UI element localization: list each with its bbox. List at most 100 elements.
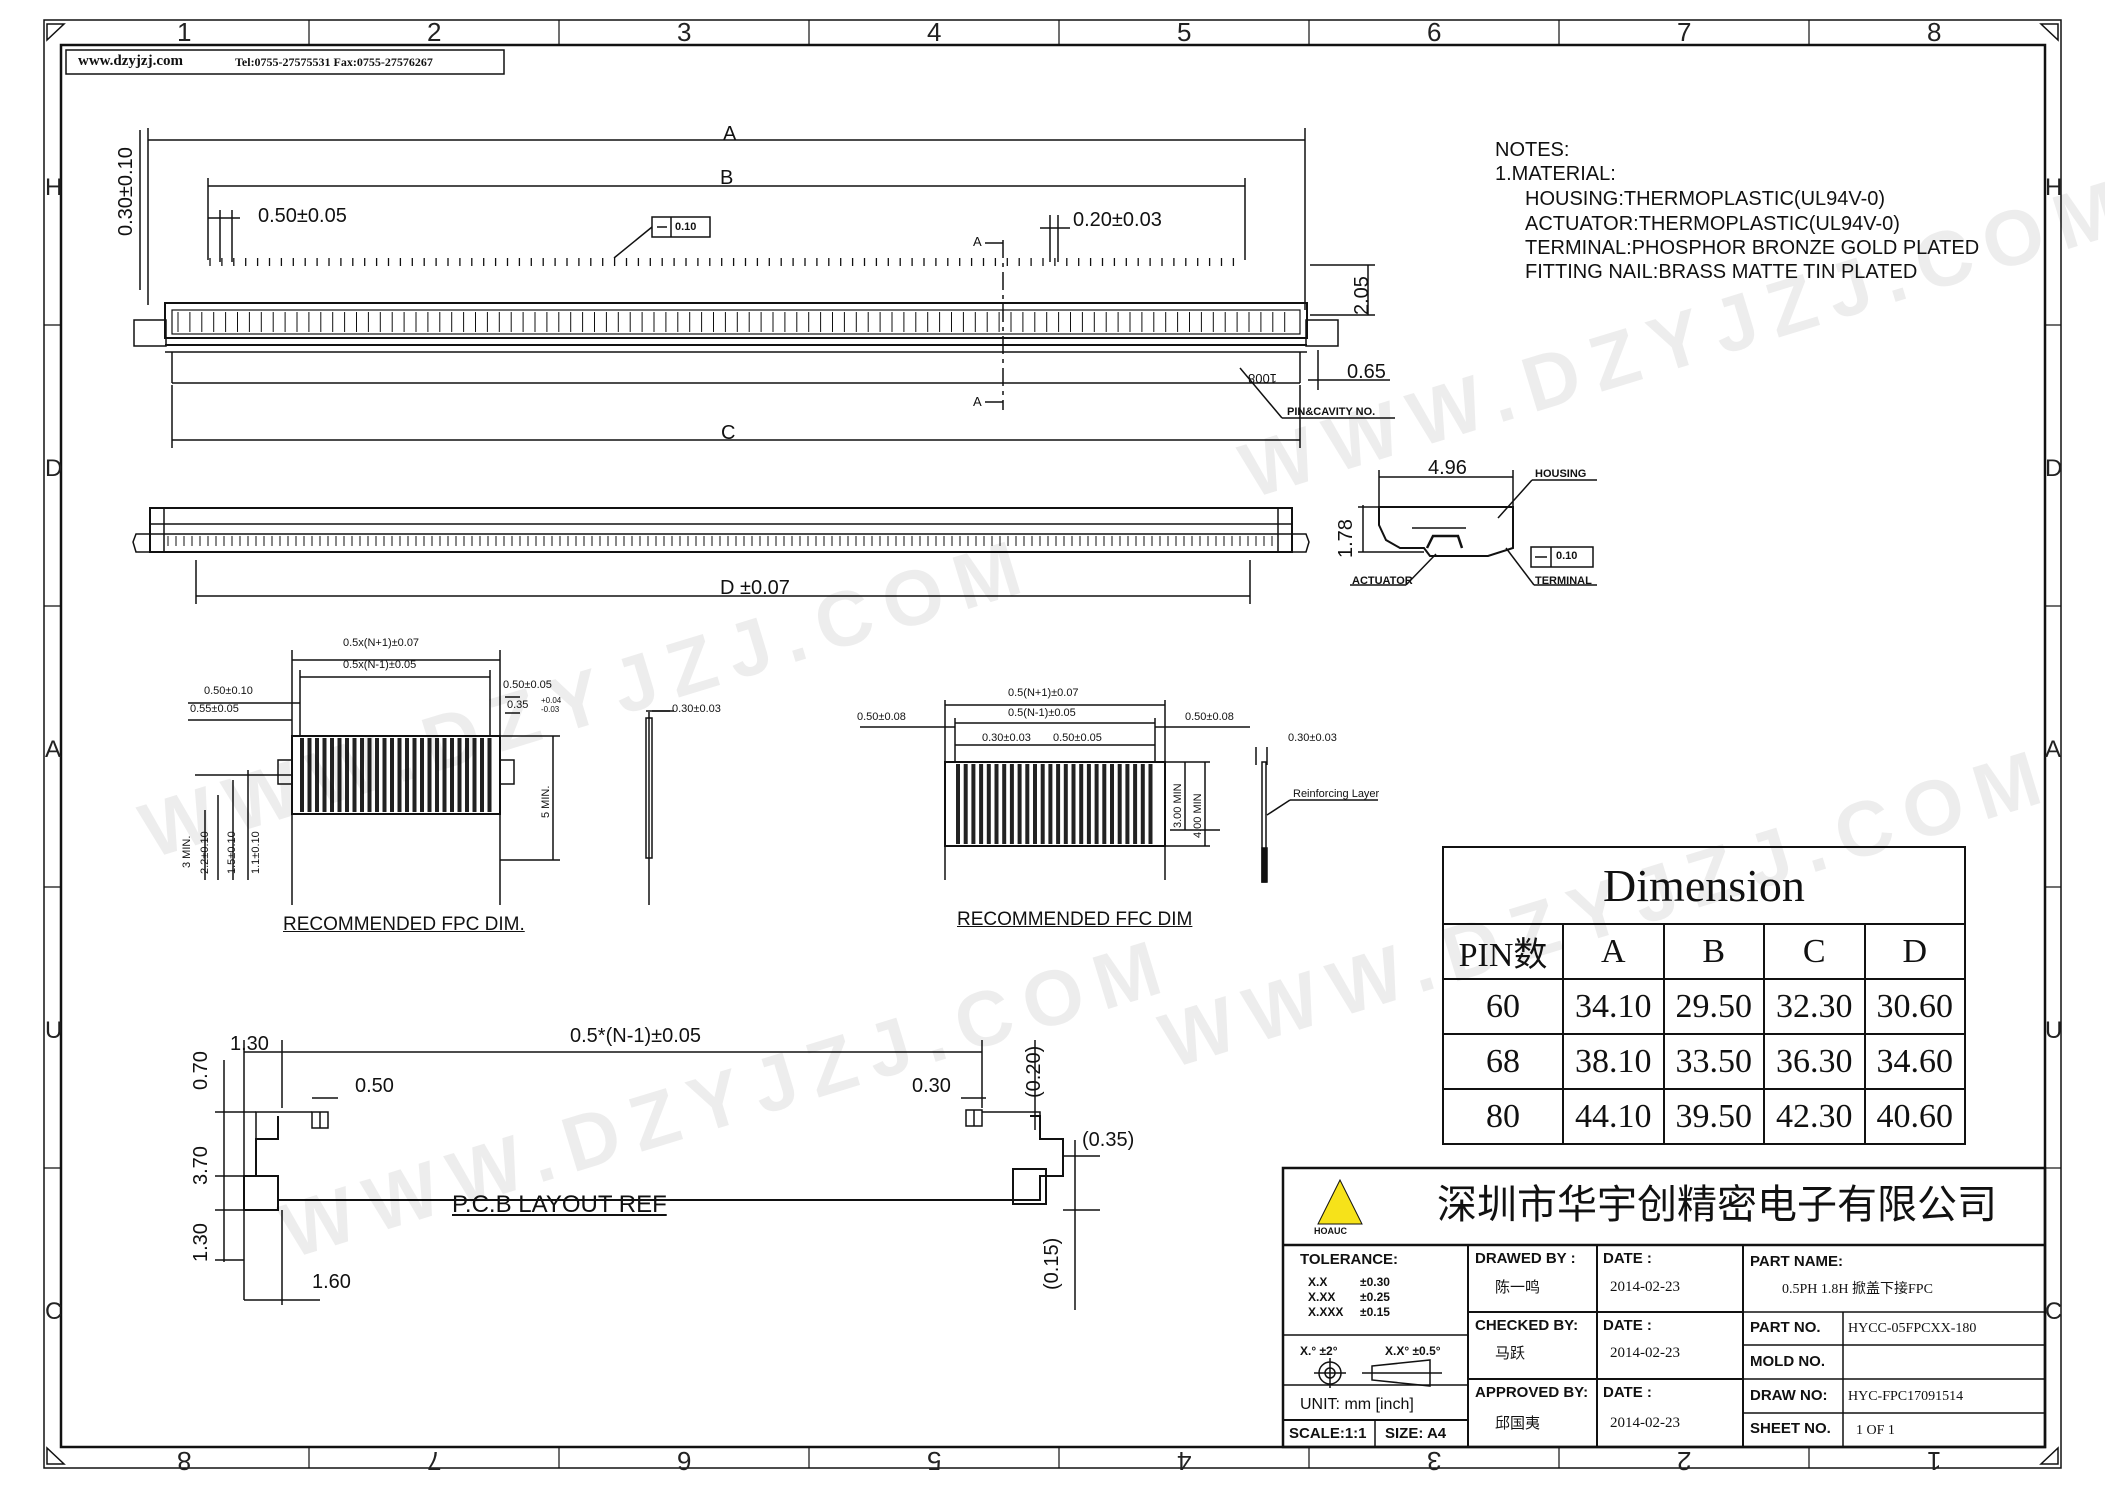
column-label: 2	[427, 17, 442, 47]
fpc-dim-6-lower: -0.03	[541, 705, 560, 714]
table-cell: 68	[1442, 1033, 1564, 1090]
row-label: D	[45, 455, 63, 482]
sheet-no-value: 1 OF 1	[1856, 1423, 1895, 1438]
terminal-label: TERMINAL	[1535, 575, 1592, 587]
ffc-stripe	[971, 764, 976, 844]
row-label: H	[2045, 174, 2063, 201]
housing-label: HOUSING	[1535, 468, 1587, 480]
fpc-stripe	[337, 738, 342, 812]
fpc-stripe	[300, 738, 304, 812]
row-label: D	[2045, 455, 2063, 482]
pcb-dim-3: 0.50	[355, 1075, 394, 1097]
fpc-stripe	[352, 738, 357, 812]
column-label: 1	[1927, 1446, 1942, 1476]
ffc-stripe	[1056, 764, 1061, 844]
dim-d-label: D ±0.07	[720, 577, 790, 599]
fpc-vdim-1: 3 MIN.	[181, 835, 193, 868]
approved-by-label: APPROVED BY:	[1475, 1384, 1589, 1401]
row-label: C	[45, 1298, 63, 1325]
fpc-dim-2: 0.5x(N-1)±0.05	[343, 659, 417, 671]
dimension-table: Dimension PIN数 A B C D 60 34.10 29.50 32…	[1442, 846, 1966, 1145]
contact-info: Tel:0755-27575531 Fax:0755-27576267	[235, 55, 433, 69]
fpc-stripe	[307, 738, 312, 812]
tolerance-angle-2: X.X° ±0.5°	[1385, 1344, 1441, 1358]
fpc-stripe	[427, 738, 432, 812]
table-cell: 80	[1442, 1088, 1564, 1145]
ffc-stripe	[963, 764, 968, 844]
drawn-by-value: 陈一鸣	[1495, 1279, 1541, 1296]
ffc-stripe	[1079, 764, 1084, 844]
table-cell: 34.60	[1863, 1033, 1966, 1090]
table-cell: 60	[1442, 978, 1564, 1035]
logo-text: HOAUC	[1314, 1226, 1347, 1236]
fpc-stripe	[382, 738, 387, 812]
notes-terminal: TERMINAL:PHOSPHOR BRONZE GOLD PLATED	[1525, 237, 1980, 259]
ffc-stripe	[1063, 764, 1068, 844]
table-cell: 36.30	[1763, 1033, 1866, 1090]
draw-no-label: DRAW NO:	[1750, 1387, 1828, 1404]
ffc-stripe	[1102, 764, 1107, 844]
table-cell: 29.50	[1662, 978, 1765, 1035]
date-checked: 2014-02-23	[1610, 1345, 1680, 1361]
column-label: 8	[177, 1446, 192, 1476]
tolerance-xxx-value: ±0.15	[1360, 1305, 1390, 1319]
column-label: 3	[677, 17, 692, 47]
fpc-stripe	[330, 738, 334, 812]
table-cell: 33.50	[1662, 1033, 1765, 1090]
column-label: 8	[1927, 17, 1942, 47]
body-terminal-slots	[177, 312, 1286, 332]
column-label: 2	[1677, 1446, 1692, 1476]
ffc-dim-6: 0.50±0.05	[1053, 732, 1102, 744]
fpc-stripe	[450, 738, 454, 812]
dimension-table-title: Dimension	[1442, 846, 1966, 925]
ffc-stripe	[1110, 764, 1114, 844]
ffc-stripe	[1071, 764, 1076, 844]
ffc-title: RECOMMENDED FFC DIM	[957, 909, 1193, 930]
column-label: 7	[1677, 17, 1692, 47]
column-label: 6	[677, 1446, 692, 1476]
drawn-by-label: DRAWED BY :	[1475, 1250, 1576, 1267]
width-label: 0.20±0.03	[1073, 209, 1162, 231]
row-label: A	[45, 736, 62, 763]
ffc-stripe	[1086, 764, 1091, 844]
fpc-dim-6: 0.35	[507, 699, 529, 711]
side-flatness-value: 0.10	[1556, 550, 1578, 562]
notes-housing: HOUSING:THERMOPLASTIC(UL94V-0)	[1525, 188, 1886, 210]
flatness-value: 0.10	[675, 221, 697, 233]
fpc-stripe	[367, 738, 372, 812]
ffc-dim-4: 0.50±0.08	[1185, 711, 1234, 723]
dimension-table-header: PIN数 A B C D	[1442, 923, 1966, 980]
fpc-stripe	[375, 738, 379, 812]
tolerance-xx: X.XX	[1308, 1290, 1336, 1304]
fpc-stripe	[465, 738, 469, 812]
ffc-stripe	[1002, 764, 1007, 844]
fpc-stripe	[360, 738, 364, 812]
column-label: 5	[927, 1446, 942, 1476]
fpc-stripe	[345, 738, 349, 812]
date-label: DATE :	[1603, 1250, 1652, 1267]
tolerance-xx-value: ±0.25	[1360, 1290, 1390, 1304]
fpc-dim-4: 0.55±0.05	[190, 703, 239, 715]
ffc-stripe	[1140, 764, 1145, 844]
pitch-label: 0.50±0.05	[258, 205, 347, 227]
front-view-pins	[167, 536, 1273, 546]
tolerance-label: TOLERANCE:	[1300, 1251, 1399, 1268]
size-label: SIZE: A4	[1385, 1425, 1447, 1442]
ffc-stripe	[994, 764, 999, 844]
pcb-vdim-1: 0.70	[190, 1051, 212, 1090]
date-approved: 2014-02-23	[1610, 1415, 1680, 1431]
header-cell: C	[1763, 923, 1866, 980]
fpc-vdim-3: 1.5±0.10	[226, 831, 238, 874]
actuator-label: ACTUATOR	[1352, 575, 1413, 587]
part-no-label: PART NO.	[1750, 1319, 1821, 1336]
dim-c-label: C	[721, 422, 736, 444]
column-label: 5	[1177, 17, 1192, 47]
offset-label: 0.65	[1347, 361, 1386, 383]
height-tol-label: 0.30±0.10	[115, 147, 137, 236]
column-label: 1	[177, 17, 192, 47]
fpc-stripe	[390, 738, 394, 812]
header-cell: A	[1562, 923, 1665, 980]
fpc-dim-3: 0.50±0.10	[204, 685, 253, 697]
notes-title: NOTES:	[1495, 139, 1570, 161]
cavity-mark: 1008	[1248, 371, 1277, 386]
